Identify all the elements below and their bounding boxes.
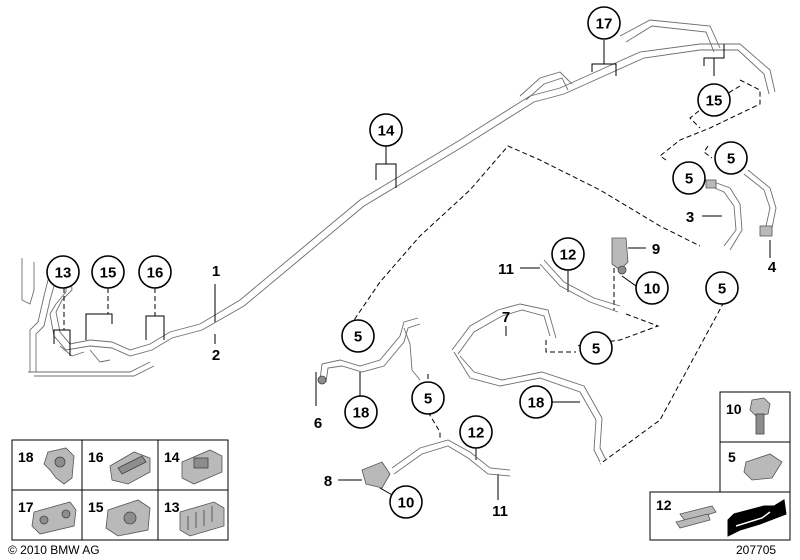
callout-circle <box>91 255 125 289</box>
callout-c14: 14 <box>369 113 403 147</box>
clip-13-thumbnail <box>179 501 225 537</box>
callout-number: 10 <box>398 495 415 512</box>
bracket-8 <box>361 461 391 489</box>
callout-number: 13 <box>55 265 72 282</box>
callout-c13: 13 <box>46 255 80 289</box>
callout-c5e: 5 <box>579 331 613 365</box>
callout-circle <box>519 385 553 419</box>
clip-18-thumbnail <box>43 447 75 485</box>
callout-number: 5 <box>685 171 693 188</box>
parts-grid-right: 10 5 12 <box>649 391 791 541</box>
grid-label-16: 16 <box>88 449 104 465</box>
callout-circle <box>551 237 585 271</box>
callout-number: 5 <box>592 341 600 358</box>
callout-c12a: 12 <box>551 237 585 271</box>
callout-c5d: 5 <box>341 319 375 353</box>
callout-c12b: 12 <box>459 415 493 449</box>
callout-circle <box>672 161 706 195</box>
grid-label-12: 12 <box>656 497 672 513</box>
label-item-6: 6 <box>314 415 322 432</box>
callout-number: 17 <box>596 16 613 33</box>
callout-circle <box>579 331 613 365</box>
grid-label-13: 13 <box>164 499 180 515</box>
brake-pipe-7 <box>451 303 607 463</box>
diagram-number: 207705 <box>736 543 776 557</box>
callout-c15b: 15 <box>91 255 125 289</box>
copyright-text: © 2010 BMW AG <box>8 543 100 557</box>
callout-circle <box>714 141 748 175</box>
grid-label-17: 17 <box>18 499 34 515</box>
callout-circle <box>344 395 378 429</box>
callout-number: 5 <box>424 391 432 408</box>
brake-pipe-6 <box>317 317 421 385</box>
callout-circle <box>341 319 375 353</box>
callout-circle <box>587 6 621 40</box>
callout-number: 5 <box>718 281 726 298</box>
callout-circle <box>138 255 172 289</box>
spring-clip-5-thumbnail <box>743 453 783 481</box>
callout-c5b: 5 <box>714 141 748 175</box>
callout-number: 5 <box>354 329 362 346</box>
callout-c5f: 5 <box>411 381 445 415</box>
label-item-9: 9 <box>652 241 660 258</box>
grid-label-14: 14 <box>164 449 180 465</box>
clip-17-thumbnail <box>31 501 77 535</box>
callout-c16: 16 <box>138 255 172 289</box>
callout-number: 15 <box>100 265 117 282</box>
callout-c18a: 18 <box>344 395 378 429</box>
callout-c10b: 10 <box>389 485 423 519</box>
grid-label-18: 18 <box>18 449 34 465</box>
callout-number: 10 <box>644 281 661 298</box>
callout-number: 14 <box>378 123 395 140</box>
brake-pipe-12-upper <box>539 259 621 313</box>
callout-circle <box>389 485 423 519</box>
callout-c17: 17 <box>587 6 621 40</box>
label-item-7: 7 <box>502 309 510 326</box>
flex-hose-3 <box>705 179 743 251</box>
callout-number: 18 <box>528 395 545 412</box>
bolt-10-thumbnail <box>749 397 771 435</box>
callout-number: 16 <box>147 265 164 282</box>
callout-circle <box>635 271 669 305</box>
label-item-11-lower: 11 <box>492 503 508 520</box>
callout-c15a: 15 <box>697 83 731 117</box>
label-item-4: 4 <box>768 259 777 276</box>
grid-label-10: 10 <box>726 401 742 417</box>
callout-number: 5 <box>727 151 735 168</box>
callout-circle <box>697 83 731 117</box>
clip-15-thumbnail <box>105 499 151 537</box>
main-brake-pipe <box>21 19 776 377</box>
callout-circle <box>705 271 739 305</box>
callout-circle <box>459 415 493 449</box>
clip-12-thumbnail <box>675 505 717 529</box>
callout-number: 15 <box>706 93 723 110</box>
grid-label-15: 15 <box>88 499 104 515</box>
flex-hose-4 <box>743 169 777 237</box>
label-item-11-upper: 11 <box>498 261 514 278</box>
callout-number: 18 <box>353 405 370 422</box>
parts-grid-left: 18 16 14 17 15 13 <box>11 439 229 541</box>
clip-14-thumbnail <box>181 449 223 485</box>
callout-number: 12 <box>560 247 577 264</box>
label-item-2: 2 <box>212 347 220 364</box>
callout-c18b: 18 <box>519 385 553 419</box>
callout-number: 12 <box>468 425 485 442</box>
bracket-9 <box>611 237 629 275</box>
label-item-1: 1 <box>212 263 220 280</box>
callout-c10a: 10 <box>635 271 669 305</box>
callout-circle <box>46 255 80 289</box>
callout-circle <box>411 381 445 415</box>
brake-pipe-12-lower <box>391 439 511 477</box>
callout-c5c: 5 <box>705 271 739 305</box>
clip-16-thumbnail <box>109 451 151 485</box>
label-item-3: 3 <box>686 209 694 226</box>
arrow-icon <box>727 499 787 537</box>
label-item-8: 8 <box>324 473 332 490</box>
callout-c5a: 5 <box>672 161 706 195</box>
plain-labels: 1 2 3 4 6 7 8 9 11 11 <box>212 209 777 520</box>
grid-label-5: 5 <box>728 449 736 465</box>
callout-circle <box>369 113 403 147</box>
